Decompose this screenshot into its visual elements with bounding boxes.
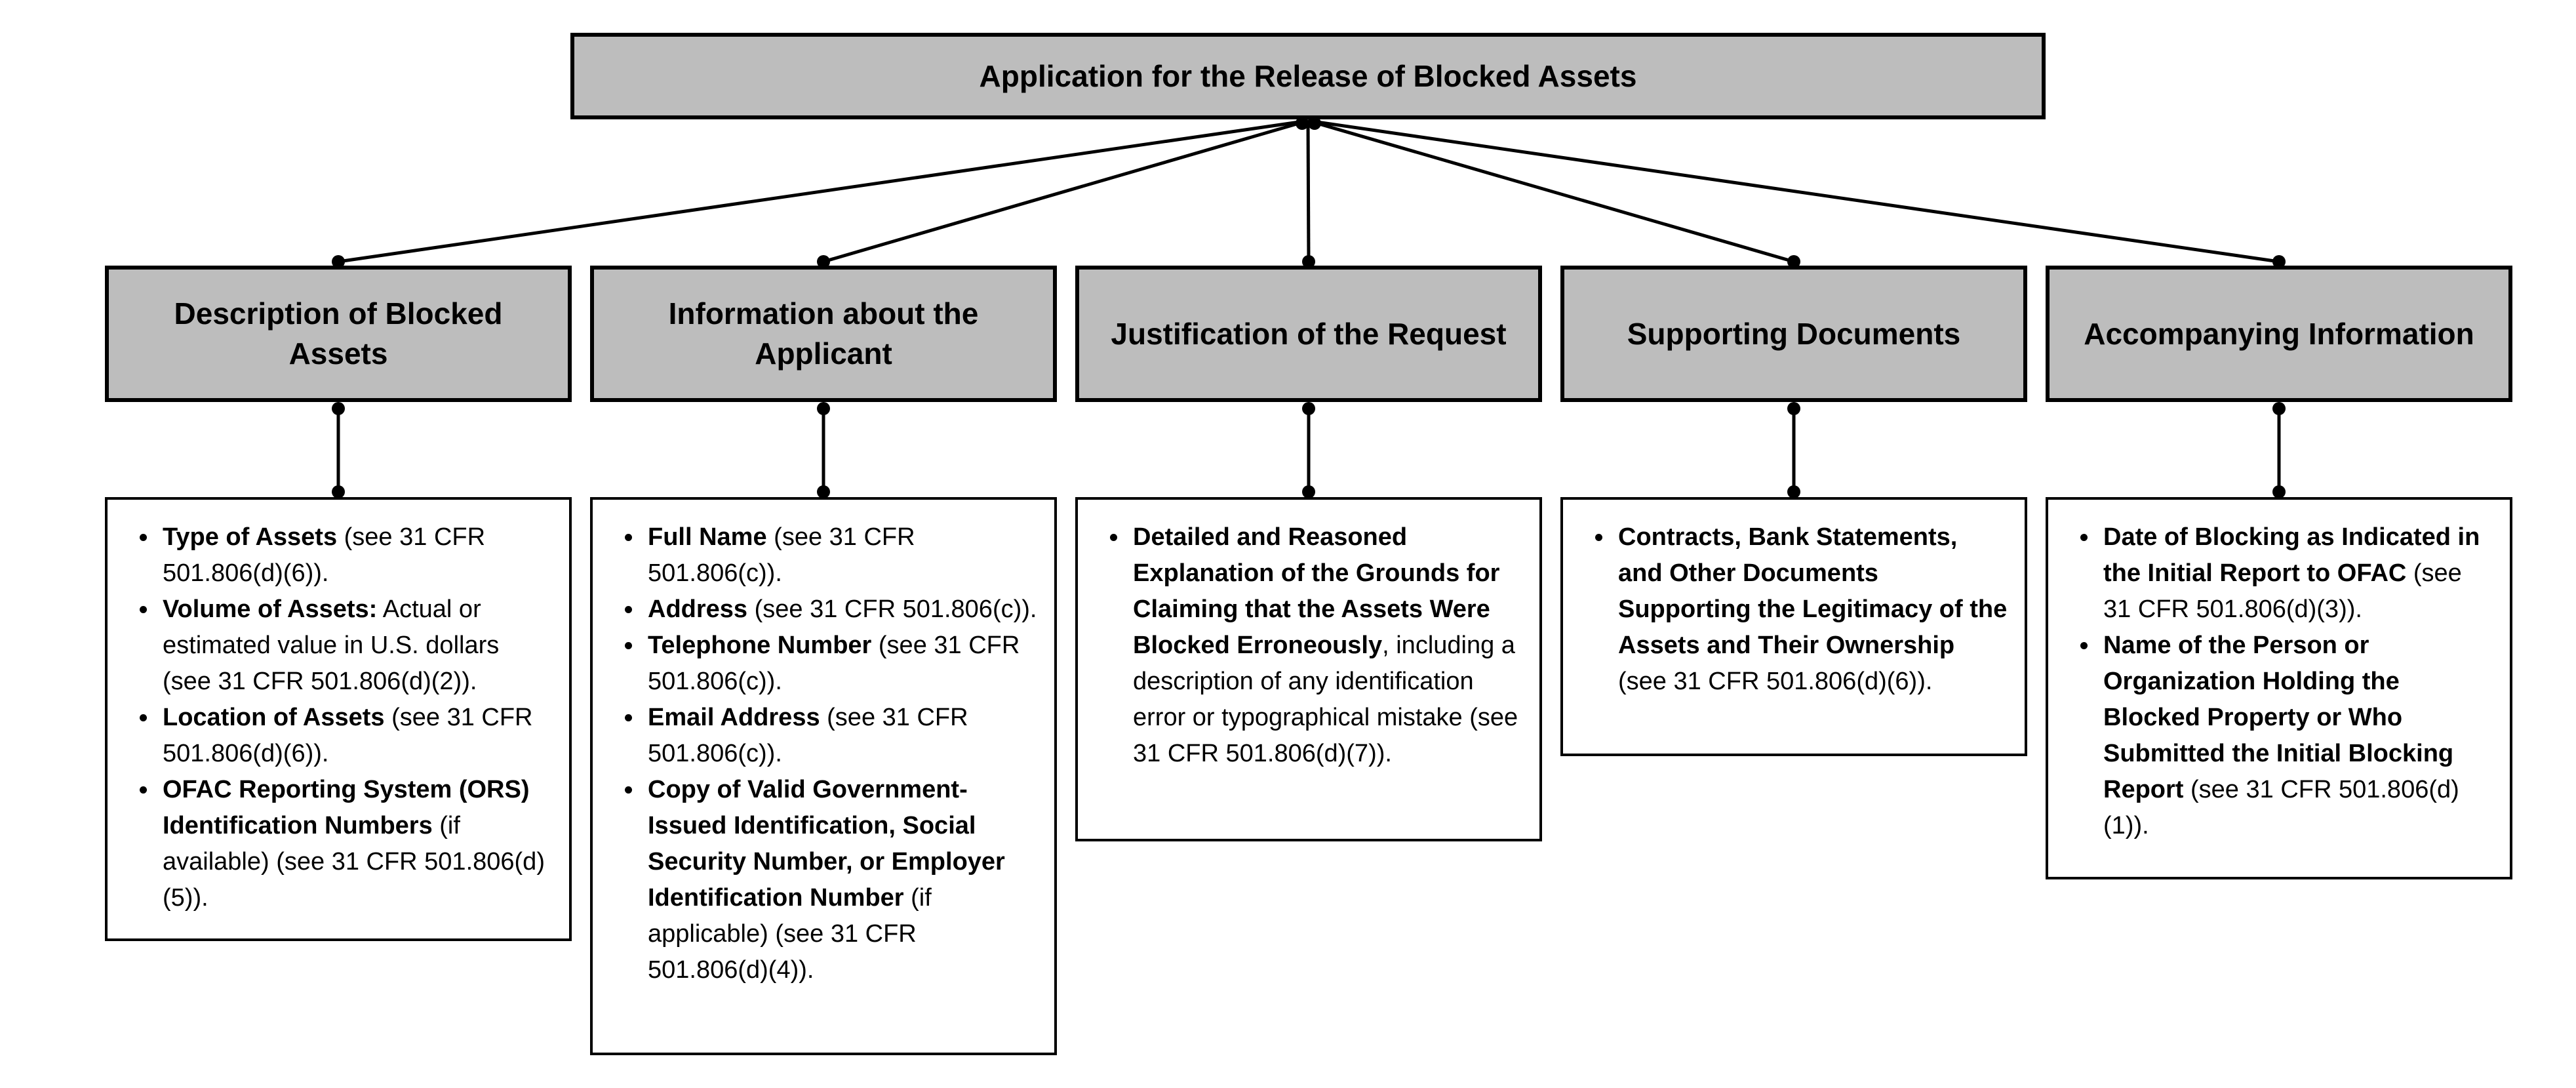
leaf-node-supporting-documents-details: Contracts, Bank Statements, and Other Do… (1560, 497, 2027, 756)
bullet-item: Address (see 31 CFR 501.806(c)). (644, 592, 1037, 628)
branch-node-label: Accompanying Information (2084, 316, 2474, 351)
leaf-node-information-about-the-applicant-details: Full Name (see 31 CFR 501.806(c)).Addres… (590, 497, 1057, 1055)
bullet-item: Email Address (see 31 CFR 501.806(c)). (644, 700, 1037, 772)
bullet-item: Name of the Person or Organization Holdi… (2099, 628, 2493, 844)
edge-dot (1787, 485, 1800, 498)
branch-node-label: Information about the Applicant (668, 296, 979, 371)
edge-root-to-branch-3 (1307, 119, 1794, 264)
branch-node-label: Justification of the Request (1111, 316, 1507, 351)
branch-node-supporting-documents: Supporting Documents (1560, 266, 2027, 402)
edge-dot (817, 485, 830, 498)
bullet-list: Type of Assets (see 31 CFR 501.806(d)(6)… (125, 519, 552, 916)
edge-dot (2272, 485, 2286, 498)
bullet-item: Copy of Valid Government-Issued Identifi… (644, 772, 1037, 988)
branch-node-label: Supporting Documents (1627, 316, 1961, 351)
bullet-item: Telephone Number (see 31 CFR 501.806(c))… (644, 628, 1037, 700)
root-node: Application for the Release of Blocked A… (570, 33, 2046, 119)
edge-dot (1296, 117, 1309, 130)
bullet-list: Detailed and Reasoned Explanation of the… (1095, 519, 1522, 772)
leaf-node-justification-of-the-request-details: Detailed and Reasoned Explanation of the… (1075, 497, 1542, 841)
edge-dot (1308, 117, 1321, 130)
bullet-item: Full Name (see 31 CFR 501.806(c)). (644, 519, 1037, 592)
edge-dot (817, 402, 830, 415)
edge-root-to-branch-2 (1306, 120, 1311, 262)
branch-node-description-of-blocked-assets: Description of Blocked Assets (105, 266, 572, 402)
bullet-item: Type of Assets (see 31 CFR 501.806(d)(6)… (159, 519, 552, 592)
bullet-item: Location of Assets (see 31 CFR 501.806(d… (159, 700, 552, 772)
edge-dot (1787, 255, 1800, 268)
bullet-item: Volume of Assets: Actual or estimated va… (159, 592, 552, 700)
branch-node-information-about-the-applicant: Information about the Applicant (590, 266, 1057, 402)
bullet-item: OFAC Reporting System (ORS) Identificati… (159, 772, 552, 916)
edge-root-to-branch-1 (823, 119, 1309, 264)
edge-dot (1302, 485, 1315, 498)
edge-dot (332, 485, 345, 498)
leaf-node-description-of-blocked-assets-details: Type of Assets (see 31 CFR 501.806(d)(6)… (105, 497, 572, 941)
leaf-node-accompanying-information-details: Date of Blocking as Indicated in the Ini… (2046, 497, 2512, 879)
edge-root-to-branch-4 (1307, 119, 2280, 264)
edge-root-to-branch-0 (338, 119, 1309, 264)
edge-dot (332, 255, 345, 268)
bullet-list: Full Name (see 31 CFR 501.806(c)).Addres… (610, 519, 1037, 988)
edge-dot (817, 255, 830, 268)
edge-dot (2272, 402, 2286, 415)
edge-dot (2272, 255, 2286, 268)
branch-node-label: Description of Blocked Assets (174, 296, 503, 371)
root-node-label: Application for the Release of Blocked A… (979, 58, 1637, 93)
edge-dot (332, 402, 345, 415)
bullet-item: Date of Blocking as Indicated in the Ini… (2099, 519, 2493, 628)
bullet-list: Contracts, Bank Statements, and Other Do… (1580, 519, 2008, 700)
branch-node-accompanying-information: Accompanying Information (2046, 266, 2512, 402)
branch-node-justification-of-the-request: Justification of the Request (1075, 266, 1542, 402)
bullet-item: Detailed and Reasoned Explanation of the… (1129, 519, 1522, 772)
bullet-item: Contracts, Bank Statements, and Other Do… (1614, 519, 2008, 700)
edge-dot (1787, 402, 1800, 415)
edge-dot (1302, 402, 1315, 415)
edge-dot (1302, 255, 1315, 268)
bullet-list: Date of Blocking as Indicated in the Ini… (2065, 519, 2493, 844)
